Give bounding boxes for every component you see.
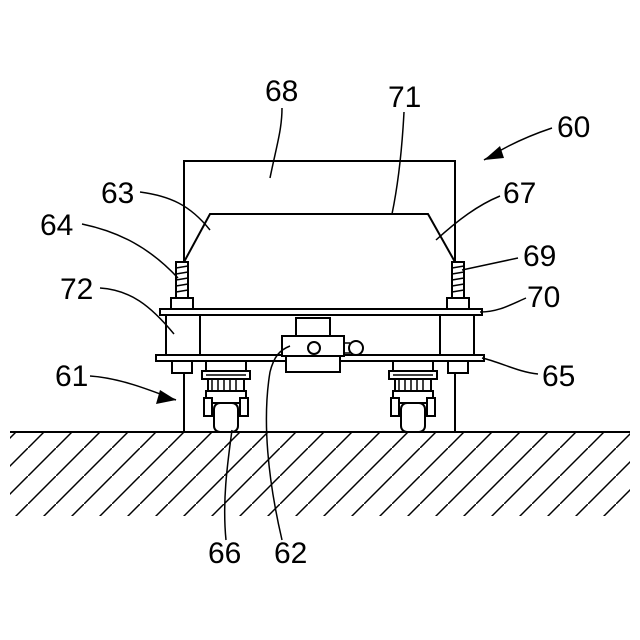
label-69: 69 [523, 240, 556, 273]
floor [10, 432, 630, 516]
frame-left-72 [166, 315, 200, 355]
label-66: 66 [208, 537, 241, 570]
label-60: 60 [557, 111, 590, 144]
frame-right [440, 315, 474, 355]
label-61: 61 [55, 360, 88, 393]
label-70: 70 [527, 281, 560, 314]
label-72: 72 [60, 273, 93, 306]
label-68: 68 [265, 75, 298, 108]
label-62: 62 [274, 537, 307, 570]
label-67: 67 [503, 177, 536, 210]
label-65: 65 [542, 360, 575, 393]
label-64: 64 [40, 209, 73, 242]
label-71: 71 [388, 81, 421, 114]
upper-plate-70 [160, 309, 482, 315]
label-63: 63 [101, 177, 134, 210]
cover-71 [184, 214, 455, 310]
